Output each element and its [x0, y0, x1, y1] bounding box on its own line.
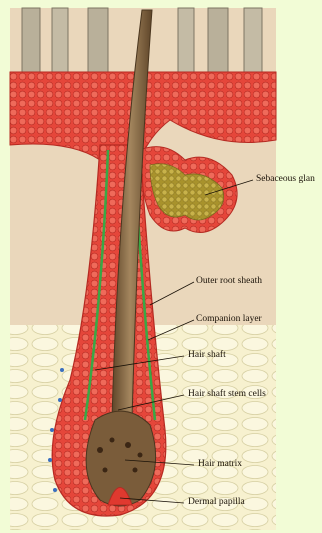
label-sebaceous: Sebaceous glan — [256, 175, 315, 185]
label-companion-layer: Companion layer — [196, 315, 262, 325]
label-hair-shaft-stem-cells: Hair shaft stem cells — [188, 390, 266, 400]
label-hair-matrix: Hair matrix — [198, 460, 242, 470]
label-outer-root-sheath: Outer root sheath — [196, 277, 262, 287]
label-dermal-papilla: Dermal papilla — [188, 498, 245, 508]
label-hair-shaft: Hair shaft — [188, 351, 226, 361]
